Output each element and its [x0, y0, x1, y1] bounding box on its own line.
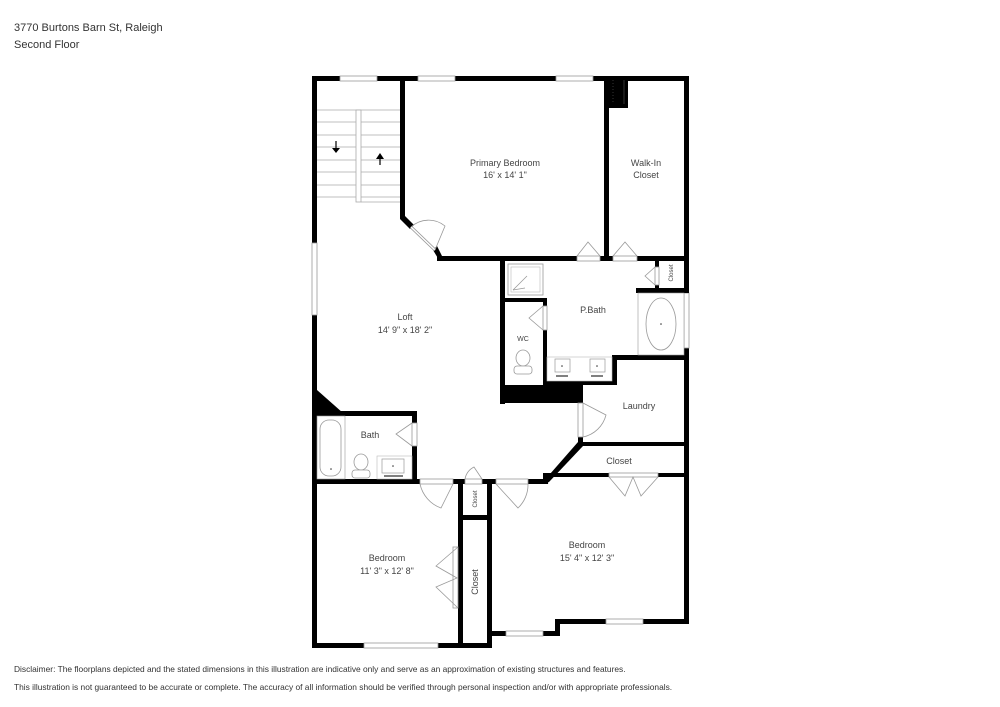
door-walk-in-closet[interactable]	[612, 241, 638, 262]
soaking-tub	[637, 292, 685, 356]
door-wc[interactable]	[528, 305, 548, 331]
bath-vanity	[376, 455, 413, 480]
room-label-bath: Bath	[361, 430, 380, 440]
shower	[507, 263, 544, 296]
wc-toilet	[513, 349, 533, 375]
address-title: 3770 Burtons Barn St, Raleigh	[14, 22, 163, 34]
room-label-primary-bath: P.Bath	[580, 305, 606, 315]
room-dims-bedroom-left: 11' 3" x 12' 8"	[360, 566, 414, 576]
staircase[interactable]	[317, 109, 400, 203]
door-primary-bedroom-diagonal[interactable]	[409, 219, 446, 252]
door-small-closet[interactable]	[464, 466, 483, 485]
room-label-bedroom-right: Bedroom	[569, 540, 606, 550]
room-label-wc: WC	[517, 336, 529, 343]
room-label-walk-in-closet-1: Walk-In	[631, 158, 661, 168]
bath-tub	[316, 415, 346, 480]
stair-down-arrow-icon	[332, 141, 340, 153]
door-primary-bath[interactable]	[576, 241, 601, 262]
door-laundry[interactable]	[577, 402, 607, 438]
door-bedroom-right[interactable]	[495, 478, 529, 509]
room-label-primary-bedroom: Primary Bedroom	[470, 158, 540, 168]
room-label-loft: Loft	[397, 312, 413, 322]
vanity-sinks	[546, 356, 613, 382]
room-label-bedroom-left-closet: Closet	[470, 569, 480, 595]
room-dims-loft: 14' 9" x 18' 2"	[378, 325, 432, 335]
bedroom-walls	[420, 473, 549, 648]
room-label-hall-closet: Closet	[606, 456, 632, 466]
primary-bedroom-walls	[400, 76, 689, 261]
bath-toilet	[351, 453, 371, 479]
room-label-laundry: Laundry	[623, 401, 656, 411]
room-label-small-closet: Closet	[473, 490, 479, 507]
bath-walls	[312, 390, 420, 484]
disclaimer-line-1: Disclaimer: The floorplans depicted and …	[14, 664, 626, 674]
floor-title: Second Floor	[14, 39, 80, 51]
laundry-walls	[543, 385, 689, 482]
door-bedroom-left-closet-bifold[interactable]	[435, 546, 459, 609]
room-dims-bedroom-right: 15' 4" x 12' 3"	[560, 553, 614, 563]
stair-up-arrow-icon	[376, 153, 384, 165]
door-bedroom-left[interactable]	[419, 478, 454, 509]
door-hall-closet-bifold[interactable]	[608, 472, 659, 497]
disclaimer-line-2: This illustration is not guaranteed to b…	[14, 682, 673, 692]
room-label-pbath-closet: Closet	[669, 264, 675, 281]
primary-bath-walls	[500, 261, 689, 407]
door-bath[interactable]	[395, 422, 418, 447]
door-pbath-closet[interactable]	[644, 266, 660, 286]
room-label-bedroom-left: Bedroom	[369, 553, 406, 563]
room-label-walk-in-closet-2: Closet	[633, 170, 659, 180]
room-dims-primary-bedroom: 16' x 14' 1"	[483, 170, 527, 180]
